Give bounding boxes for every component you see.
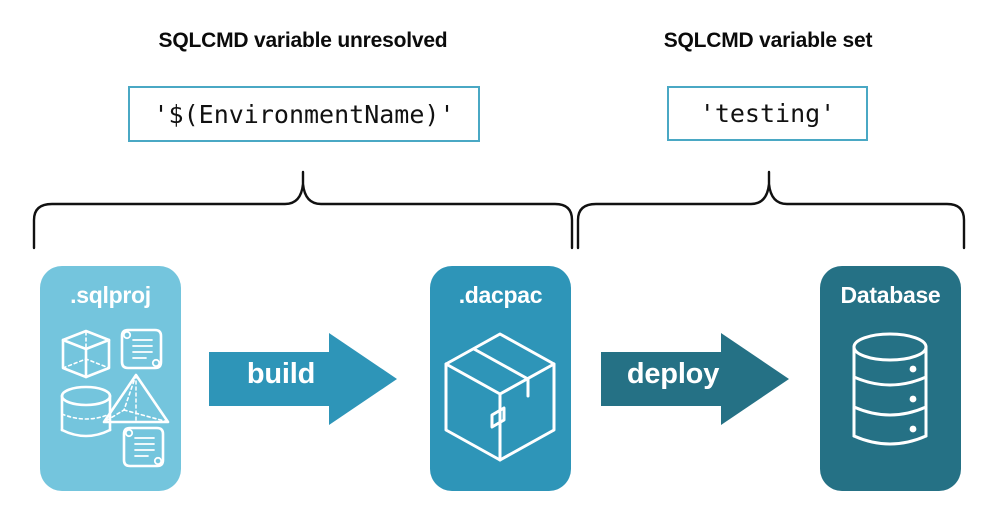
artifact-dacpac-label: .dacpac [458, 282, 543, 308]
curly-brace-left [32, 170, 574, 250]
cylinder-icon [60, 385, 112, 438]
database-icon-group [852, 332, 928, 446]
arrow-deploy-label: deploy [626, 358, 720, 390]
arrow-deploy-shape [601, 333, 789, 425]
artifact-dacpac: .dacpac [430, 266, 571, 491]
arrow-deploy-path [601, 333, 789, 425]
database-cylinder-icon [852, 332, 928, 446]
brace-group [32, 170, 966, 250]
pyramid-icon [102, 373, 170, 424]
code-value-unresolved: '$(EnvironmentName)' [153, 99, 455, 129]
heading-sqlcmd-variable-unresolved: SQLCMD variable unresolved [158, 29, 448, 52]
code-value-resolved: 'testing' [699, 99, 836, 128]
arrow-deploy: deploy [597, 330, 797, 428]
arrow-build-path [209, 333, 397, 425]
scroll-icon [122, 426, 165, 468]
arrow-build: build [205, 330, 405, 428]
database-status-dots [909, 365, 917, 433]
sqlproj-icon-group [60, 328, 170, 468]
code-box-resolved-variable: 'testing' [667, 86, 868, 141]
curly-brace-right [576, 170, 966, 250]
dacpac-icon-group [444, 332, 556, 462]
arrow-build-shape [209, 333, 397, 425]
artifact-sqlproj-label: .sqlproj [70, 282, 151, 308]
code-box-unresolved-variable: '$(EnvironmentName)' [128, 86, 480, 142]
artifact-database: Database [820, 266, 961, 491]
arrow-build-label: build [246, 358, 316, 390]
artifact-sqlproj: .sqlproj [40, 266, 181, 491]
cube-icon [61, 329, 111, 379]
scroll-icon [120, 328, 163, 370]
heading-sqlcmd-variable-set: SQLCMD variable set [663, 29, 873, 52]
package-box-icon [444, 332, 556, 462]
artifact-database-label: Database [840, 282, 941, 308]
